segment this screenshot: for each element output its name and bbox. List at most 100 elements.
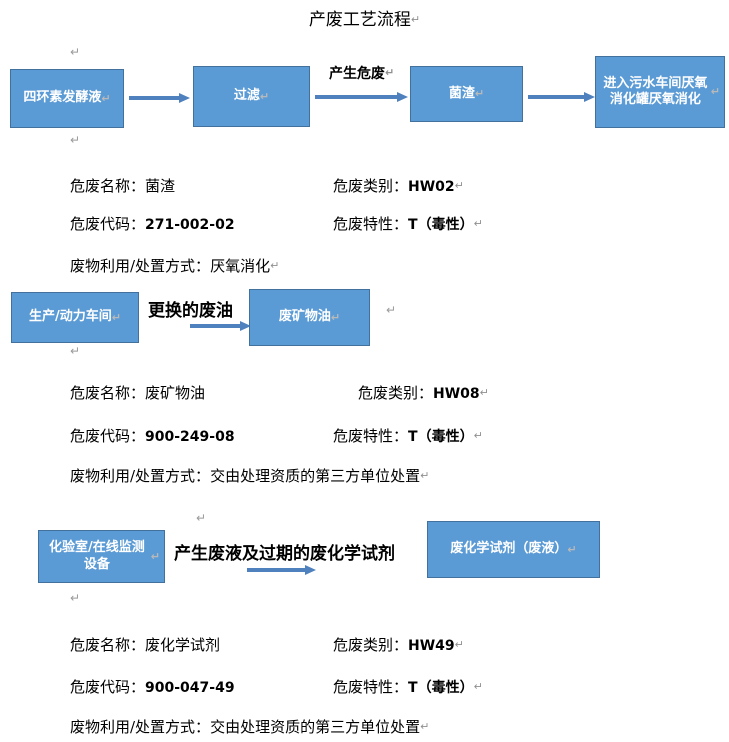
- flow1-arrow-label-text: 产生危废: [329, 66, 385, 82]
- info1-property-value: T（毒性）: [408, 217, 474, 233]
- info1-disposal-label: 废物利用/处置方式：: [70, 257, 211, 275]
- flow1-arrow-3: [528, 91, 596, 103]
- info1-category-value: HW02: [408, 179, 455, 195]
- paragraph-mark-icon: ↵: [386, 303, 397, 317]
- paragraph-mark-icon: ↵: [70, 133, 81, 147]
- info3-disposal-label: 废物利用/处置方式：: [70, 718, 211, 736]
- arrow-right-icon: [129, 93, 190, 103]
- info2-property-value: T（毒性）: [408, 429, 474, 445]
- paragraph-mark-icon: ↵: [479, 386, 489, 399]
- info3-category-value: HW49: [408, 638, 455, 654]
- info1-code-value: 271-002-02: [145, 217, 235, 233]
- flow1-arrow-2: [315, 91, 409, 103]
- info3-code-line: 危废代码：900-047-49: [70, 676, 235, 697]
- paragraph-mark-icon: ↵: [259, 89, 270, 103]
- info3-code-value: 900-047-49: [145, 680, 235, 696]
- info3-category-label: 危废类别：: [333, 636, 409, 654]
- paragraph-mark-icon: ↵: [385, 66, 395, 79]
- info3-code-label: 危废代码：: [70, 678, 146, 696]
- paragraph-mark-icon: ↵: [410, 13, 421, 26]
- info1-name-label: 危废名称：: [70, 177, 146, 195]
- page-title-text: 产废工艺流程: [308, 10, 411, 30]
- info2-code-line: 危废代码：900-249-08: [70, 425, 235, 446]
- flow1-arrow-label-produce-hazwaste: 产生危废↵: [329, 63, 394, 83]
- paragraph-mark-icon: ↵: [150, 549, 160, 563]
- paragraph-mark-icon: ↵: [567, 542, 577, 556]
- flow1-box-label: 过滤: [233, 88, 260, 104]
- info3-property-line: 危废特性：T（毒性）↵: [333, 676, 483, 697]
- info1-code-label: 危废代码：: [70, 215, 146, 233]
- info3-name-label: 危废名称：: [70, 636, 146, 654]
- paragraph-mark-icon: ↵: [70, 591, 81, 605]
- paragraph-mark-icon: ↵: [710, 85, 720, 99]
- paragraph-mark-icon: ↵: [270, 259, 280, 272]
- info1-disposal-line: 废物利用/处置方式：厌氧消化↵: [70, 255, 279, 276]
- info3-name-value: 废化学试剂: [145, 636, 221, 654]
- info2-name-label: 危废名称：: [70, 384, 146, 402]
- info3-property-label: 危废特性：: [333, 678, 409, 696]
- flow3-box-lab-online-monitoring[interactable]: 化验室/在线监测设备 ↵: [38, 530, 165, 583]
- arrow-right-icon: [190, 321, 251, 331]
- flow3-arrow-label-waste-liquid-expired-reagents: 产生废液及过期的废化学试剂: [174, 539, 395, 564]
- info2-code-label: 危废代码：: [70, 427, 146, 445]
- flow2-box-waste-mineral-oil[interactable]: 废矿物油↵: [249, 289, 370, 346]
- flow1-box-filtration[interactable]: 过滤↵: [193, 66, 310, 127]
- info3-category-line: 危废类别：HW49↵: [333, 634, 464, 655]
- flow2-box-label: 生产/动力车间: [29, 309, 112, 325]
- flow2-arrow-label-replaced-waste-oil: 更换的废油: [148, 296, 233, 321]
- info3-disposal-value: 交由处理资质的第三方单位处置: [210, 718, 421, 736]
- flow3-box-label: 化验室/在线监测设备: [49, 540, 145, 572]
- info2-category-label: 危废类别：: [358, 384, 434, 402]
- paragraph-mark-icon: ↵: [473, 217, 483, 230]
- paragraph-mark-icon: ↵: [473, 429, 483, 442]
- flow1-box-tetracycline-broth[interactable]: 四环素发酵液↵: [10, 69, 124, 128]
- paragraph-mark-icon: ↵: [473, 680, 483, 693]
- info1-category-label: 危废类别：: [333, 177, 409, 195]
- info1-property-label: 危废特性：: [333, 215, 409, 233]
- info1-name-value: 菌渣: [145, 177, 176, 195]
- flow2-box-label: 废矿物油: [278, 309, 331, 325]
- paragraph-mark-icon: ↵: [101, 91, 111, 105]
- info2-category-line: 危废类别：HW08↵: [358, 382, 489, 403]
- arrow-right-icon: [528, 92, 595, 102]
- info2-name-value: 废矿物油: [145, 384, 206, 402]
- flow1-box-label: 四环素发酵液: [23, 90, 102, 106]
- paragraph-mark-icon: ↵: [454, 179, 464, 192]
- arrow-right-icon: [315, 92, 408, 102]
- paragraph-mark-icon: ↵: [474, 87, 485, 101]
- flow3-box-waste-chemical-reagents[interactable]: 废化学试剂（废液）↵: [427, 521, 600, 578]
- info2-code-value: 900-249-08: [145, 429, 235, 445]
- info2-disposal-label: 废物利用/处置方式：: [70, 467, 211, 485]
- paragraph-mark-icon: ↵: [454, 638, 464, 651]
- paragraph-mark-icon: ↵: [196, 511, 207, 525]
- info2-name-line: 危废名称：废矿物油: [70, 382, 205, 403]
- info1-category-line: 危废类别：HW02↵: [333, 175, 464, 196]
- info2-property-line: 危废特性：T（毒性）↵: [333, 425, 483, 446]
- page-title: 产废工艺流程↵: [0, 5, 729, 30]
- paragraph-mark-icon: ↵: [420, 720, 430, 733]
- info2-category-value: HW08: [433, 386, 480, 402]
- paragraph-mark-icon: ↵: [70, 344, 81, 358]
- info1-property-line: 危废特性：T（毒性）↵: [333, 213, 483, 234]
- flow1-arrow-1: [129, 92, 191, 104]
- flow1-box-label: 菌渣: [448, 85, 475, 101]
- arrow-right-icon: [247, 565, 316, 575]
- flow1-box-anaerobic-digestion[interactable]: 进入污水车间厌氧消化罐厌氧消化↵: [595, 56, 725, 128]
- info1-name-line: 危废名称：菌渣: [70, 175, 175, 196]
- info3-property-value: T（毒性）: [408, 680, 474, 696]
- info1-disposal-value: 厌氧消化: [210, 257, 271, 275]
- flow3-arrow-1: [247, 564, 317, 576]
- flow2-arrow-label-text: 更换的废油: [148, 301, 233, 321]
- info2-disposal-value: 交由处理资质的第三方单位处置: [210, 467, 421, 485]
- flow2-box-production-power-workshop[interactable]: 生产/动力车间↵: [11, 292, 139, 343]
- flow1-box-label: 进入污水车间厌氧消化罐厌氧消化: [603, 75, 708, 107]
- paragraph-mark-icon: ↵: [111, 310, 121, 324]
- paragraph-mark-icon: ↵: [70, 45, 81, 59]
- info2-disposal-line: 废物利用/处置方式：交由处理资质的第三方单位处置↵: [70, 465, 429, 486]
- paragraph-mark-icon: ↵: [420, 469, 430, 482]
- paragraph-mark-icon: ↵: [330, 310, 341, 324]
- flow3-arrow-label-text: 产生废液及过期的废化学试剂: [174, 544, 395, 564]
- flow1-box-mycelial-residue[interactable]: 菌渣↵: [410, 66, 523, 122]
- info3-name-line: 危废名称：废化学试剂: [70, 634, 220, 655]
